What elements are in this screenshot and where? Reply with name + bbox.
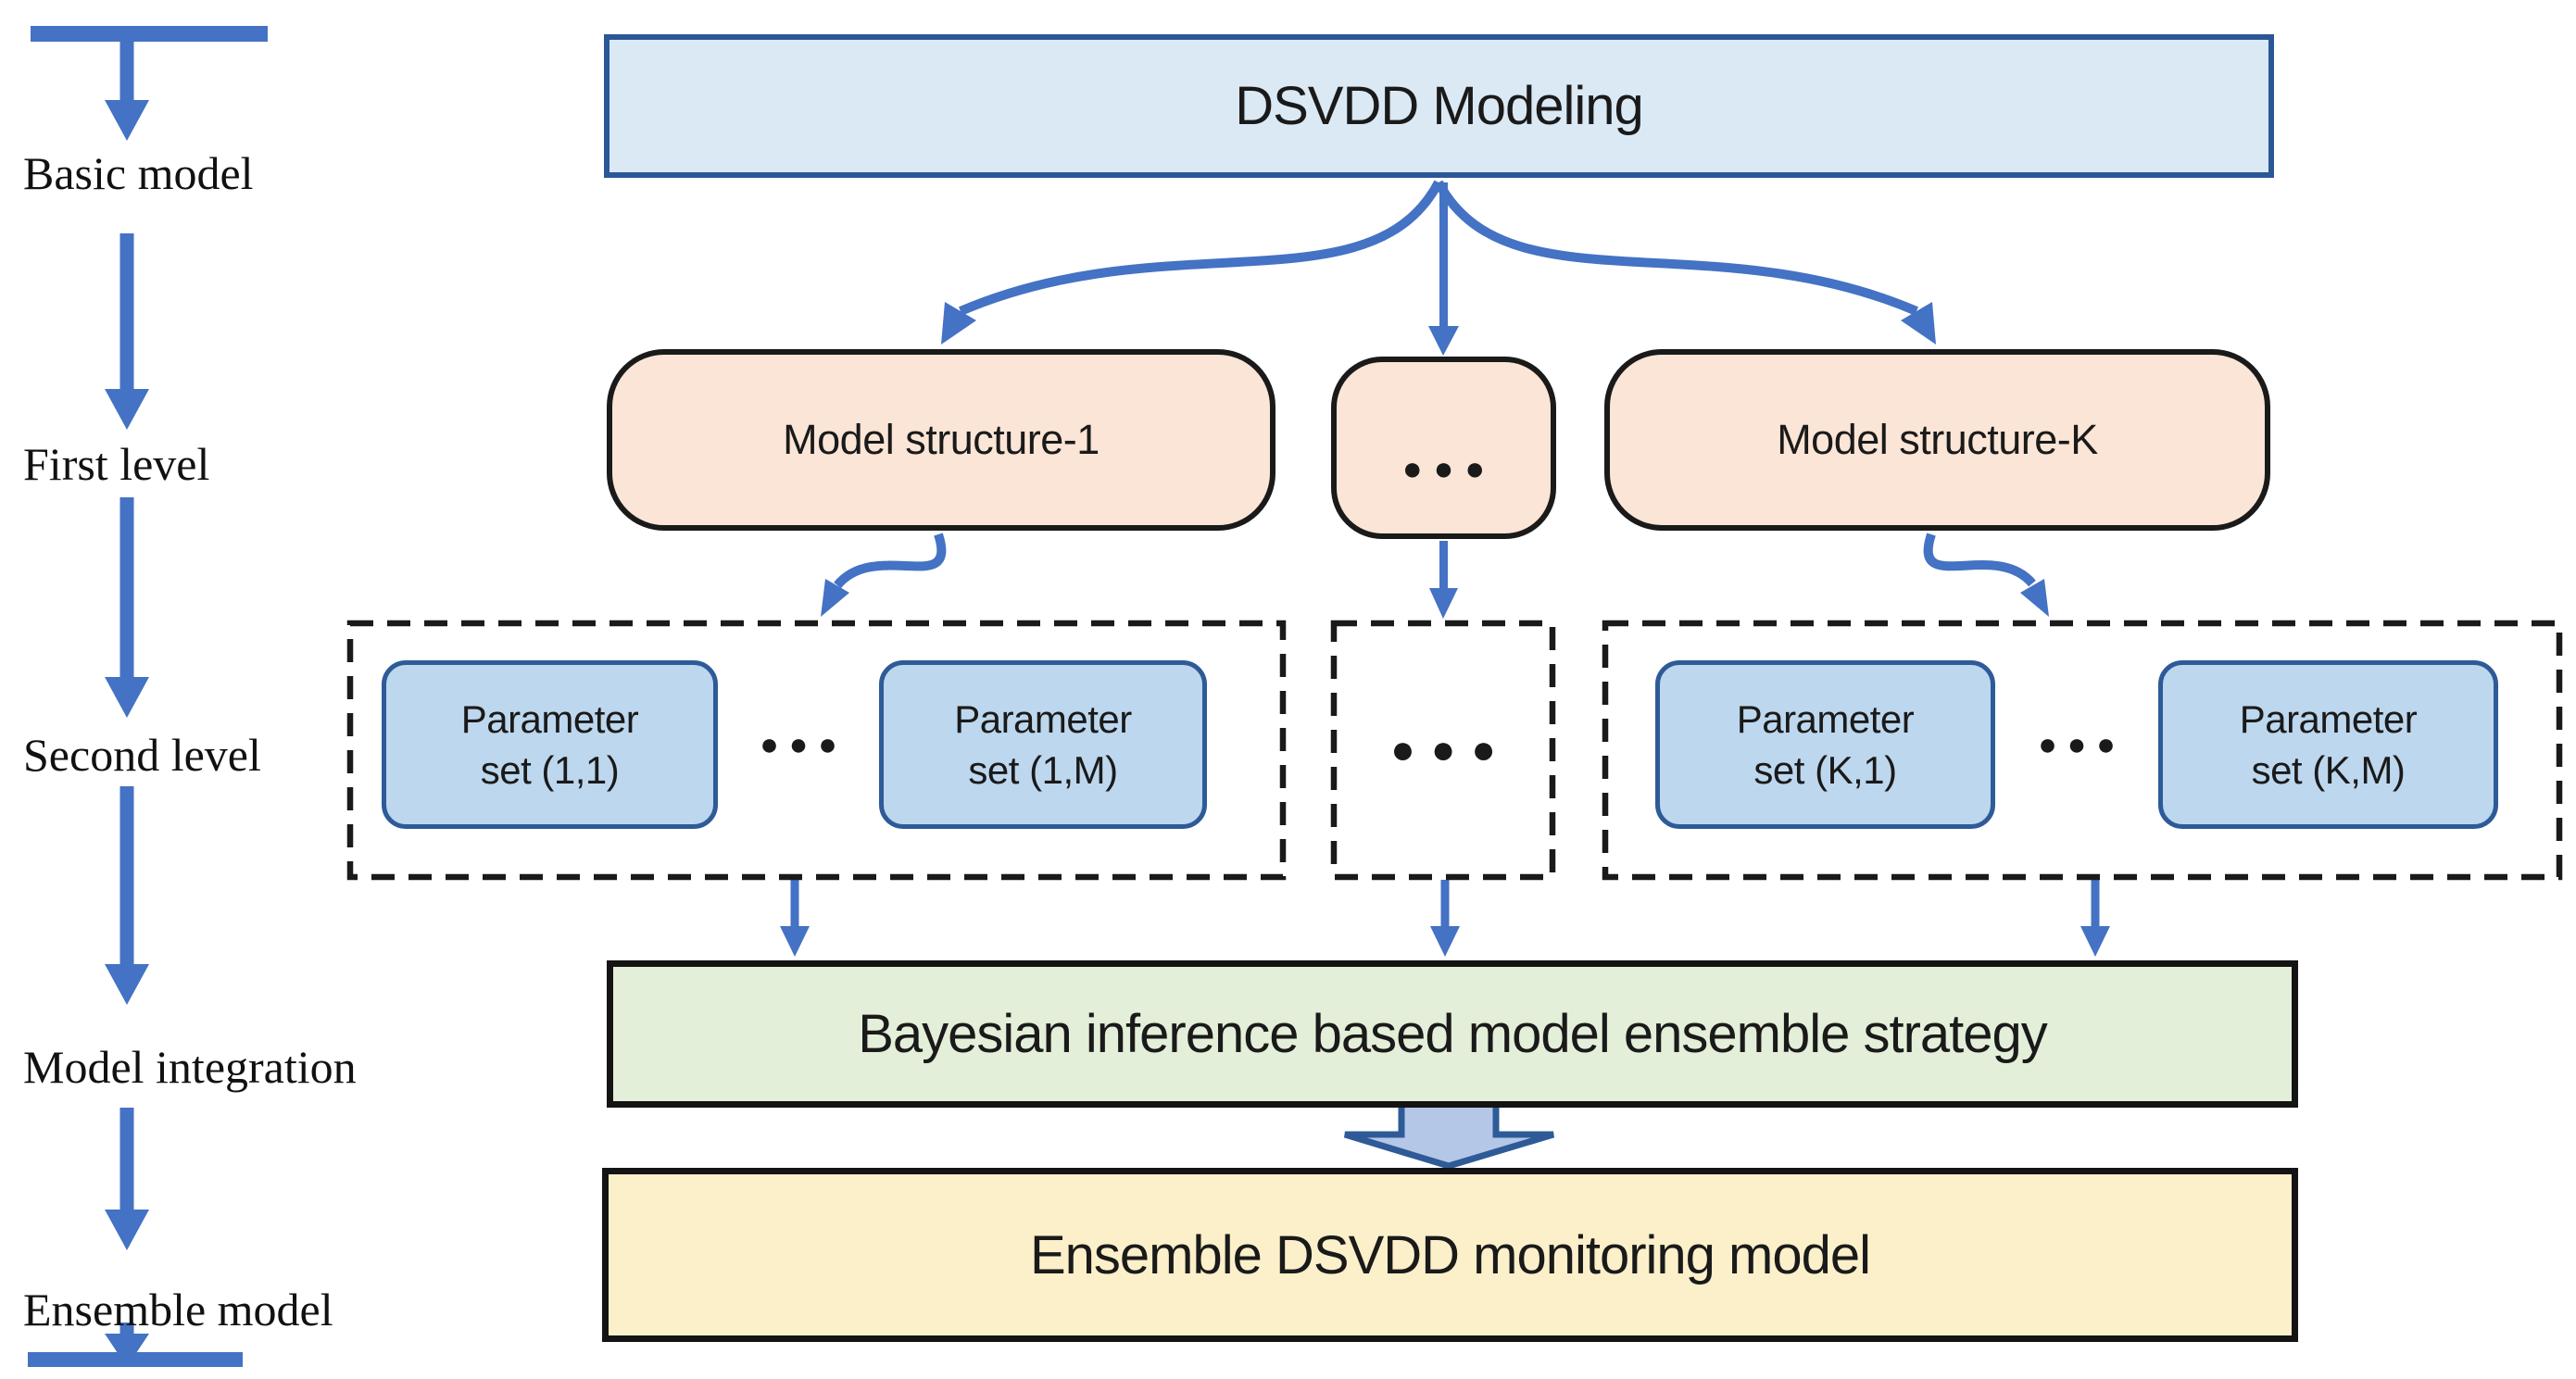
model-structure-1-label: Model structure-1 bbox=[783, 416, 1100, 463]
ensemble-monitoring-box: Ensemble DSVDD monitoring model bbox=[602, 1168, 2298, 1342]
down-arrow-icon bbox=[105, 497, 149, 718]
group-1-ellipsis: ●●● bbox=[760, 726, 848, 762]
dsvdd-modeling-label: DSVDD Modeling bbox=[1235, 76, 1644, 136]
timeline-top-bar bbox=[31, 26, 268, 42]
down-arrow-icon bbox=[105, 1108, 149, 1250]
model-structure-1-box: Model structure-1 bbox=[607, 349, 1275, 531]
group-to-strategy-arrows bbox=[780, 880, 2110, 957]
dashed-box-group-1 bbox=[346, 620, 1287, 881]
dsvdd-modeling-box: DSVDD Modeling bbox=[604, 34, 2274, 178]
parameter-set-k-1-box: Parameter set (K,1) bbox=[1655, 660, 1995, 829]
timeline-label-ensemble-model: Ensemble model bbox=[23, 1284, 333, 1335]
model-structure-k-label: Model structure-K bbox=[1777, 416, 2098, 463]
timeline-axis bbox=[28, 26, 268, 1367]
bayesian-strategy-label: Bayesian inference based model ensemble … bbox=[858, 1004, 2048, 1064]
curved-arrow-right bbox=[1434, 180, 1918, 316]
model-structure-ellipsis-box: ●●● bbox=[1331, 357, 1556, 539]
down-arrow-icon bbox=[105, 1323, 149, 1367]
timeline-label-basic-model: Basic model bbox=[23, 147, 254, 199]
middle-group-ellipsis: ●●● bbox=[1390, 727, 1512, 772]
structure-to-group-arrowheads bbox=[821, 541, 2049, 619]
model-structure-k-box: Model structure-K bbox=[1604, 349, 2270, 531]
down-arrow-icon bbox=[105, 786, 149, 1005]
parameter-set-1-m-label: Parameter set (1,M) bbox=[954, 696, 1132, 792]
s-arrow-left bbox=[834, 533, 947, 589]
parameter-set-1-1-label: Parameter set (1,1) bbox=[460, 696, 639, 792]
parameter-set-k-1-label: Parameter set (K,1) bbox=[1736, 696, 1915, 792]
s-arrow-right bbox=[1923, 533, 2036, 587]
ellipsis-dots: ●●● bbox=[1401, 448, 1497, 487]
timeline-label-model-integration: Model integration bbox=[23, 1041, 357, 1093]
parameter-set-1-m-box: Parameter set (1,M) bbox=[879, 660, 1207, 829]
parameter-set-1-1-box: Parameter set (1,1) bbox=[382, 660, 718, 829]
timeline-label-second-level: Second level bbox=[23, 729, 261, 781]
down-arrow-icon bbox=[105, 233, 149, 430]
dashed-box-group-k bbox=[1602, 620, 2563, 881]
timeline-bottom-bar bbox=[28, 1352, 243, 1367]
dashed-box-group-mid bbox=[1330, 620, 1556, 881]
parameter-set-k-m-box: Parameter set (K,M) bbox=[2158, 660, 2498, 829]
bayesian-strategy-box: Bayesian inference based model ensemble … bbox=[607, 960, 2298, 1108]
group-k-ellipsis: ●●● bbox=[2038, 726, 2126, 762]
curved-arrow-left bbox=[959, 180, 1443, 316]
ensemble-monitoring-label: Ensemble DSVDD monitoring model bbox=[1029, 1224, 1871, 1285]
branch-arrowheads bbox=[941, 182, 1936, 356]
timeline-label-first-level: First level bbox=[23, 438, 210, 490]
structure-to-group-arrows bbox=[834, 533, 2036, 589]
parameter-set-k-m-label: Parameter set (K,M) bbox=[2239, 696, 2418, 792]
block-down-arrow-icon bbox=[1343, 1100, 1555, 1170]
branch-arrows bbox=[959, 180, 1918, 316]
dashed-group-frames bbox=[346, 620, 2563, 881]
down-arrow-icon bbox=[105, 42, 149, 141]
